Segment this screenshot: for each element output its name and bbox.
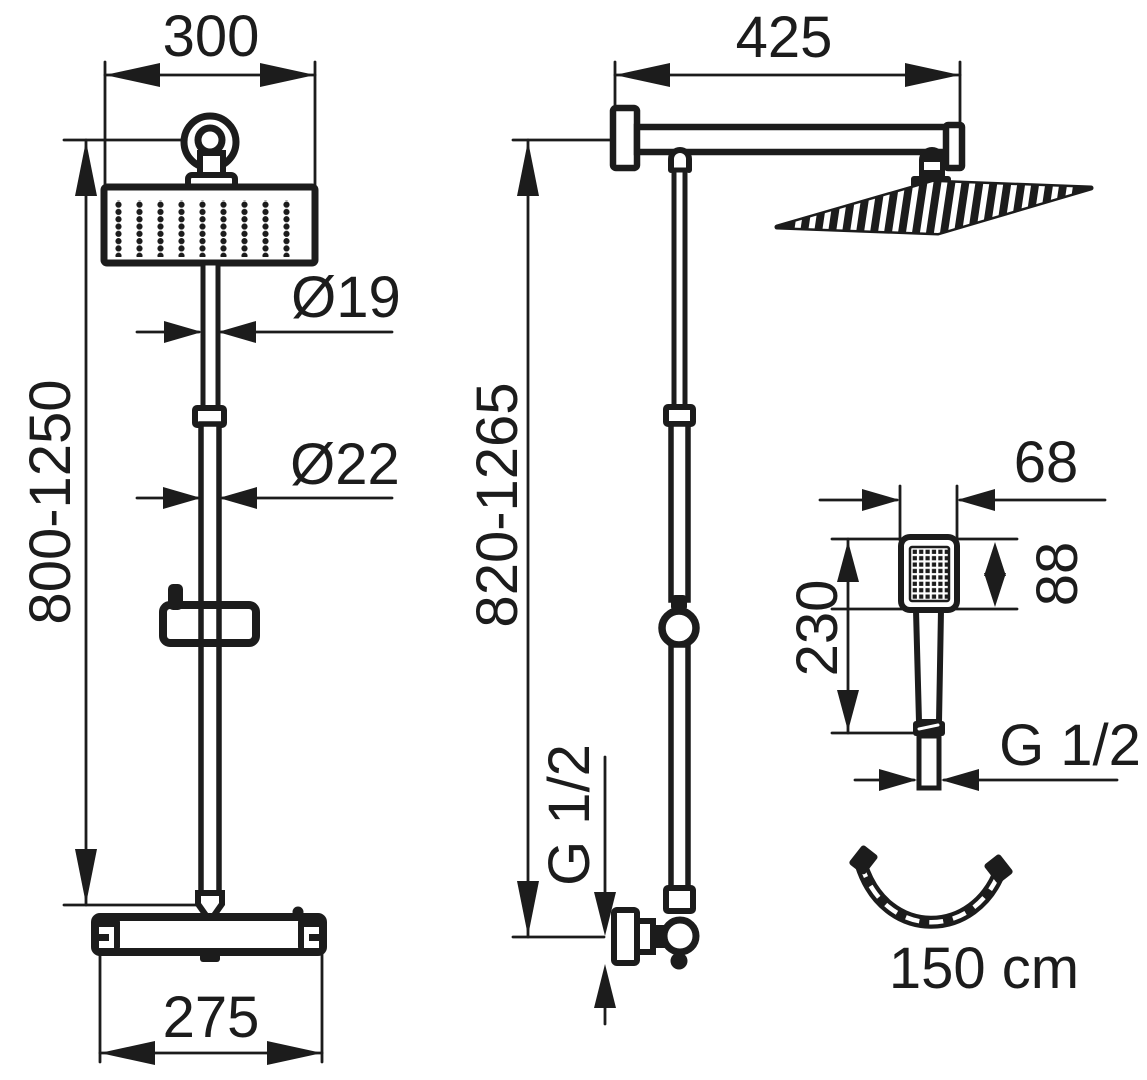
pipe-upper [671,167,688,411]
arrowhead-left [218,321,256,343]
dim-hand-head-height: 88 [984,542,1090,607]
arm-bar [633,123,953,156]
slider-holder-front [159,584,260,647]
thermostatic-mixer-front [91,890,327,962]
hand-shower-handle [912,607,945,725]
overhead-shower-side [774,147,1094,236]
arrowhead-down [517,881,539,936]
dim-inlet-thread-side: G 1/2 [537,744,616,1026]
hose-fitting-right [984,854,1013,884]
arrowhead-right [879,769,917,791]
overhead-shower-front [100,112,319,267]
hose-fitting-left [849,845,878,875]
dim-inlet-thread-side-label: G 1/2 [537,744,602,886]
arrowhead-up [517,141,539,196]
arrowhead-left [941,769,979,791]
arrowhead-up [837,541,859,582]
hose-curve [854,861,1008,929]
valve-knob [660,916,700,956]
pipe-top-cap [668,147,692,173]
arrowhead-right [267,1041,322,1065]
dim-pipe-diameter-lower-label: Ø22 [290,432,400,497]
front-view: 300 800-1250 [18,4,401,1065]
slider-clamp [159,601,260,647]
dim-hand-head-height-label: 88 [1025,542,1090,607]
arrowhead-right [164,321,202,343]
valve-wall-plate [611,907,640,966]
pipe-upper [200,260,221,413]
arm-end [942,121,966,172]
arrowhead-down [837,690,859,731]
arrowhead-left [957,489,995,511]
arrowhead-left [100,1041,155,1065]
dim-height-range-side-label: 820-1265 [465,382,530,627]
dim-hand-thread: G 1/2 [853,713,1141,791]
slider-ring-side [658,607,700,649]
dim-hand-width-label: 68 [1014,430,1079,495]
mixer-button [292,906,304,918]
dim-height-range-front: 800-1250 [18,138,202,907]
mixer-inlet-connector [195,890,225,927]
slider-tab [671,595,687,611]
dim-arm-length-label: 425 [736,5,833,70]
dim-height-range-side: 820-1265 [465,138,615,939]
hand-shower-detail: 68 230 88 G 1 [785,430,1141,791]
arrowhead-right [163,487,201,509]
shower-arm-side [609,104,966,172]
dim-height-range-front-label: 800-1250 [18,379,83,624]
arrowhead-up [594,964,616,1008]
arrowhead-left [105,63,160,87]
arrowhead-left [219,487,257,509]
arrowhead-right [905,63,960,87]
swivel-joint-inner [194,124,226,156]
nozzle-grid-front [114,200,302,257]
dim-pipe-diameter-upper: Ø19 [135,265,401,343]
hand-shower-face [908,545,951,603]
dim-hand-thread-label: G 1/2 [999,713,1141,778]
dim-pipe-diameter-upper-label: Ø19 [291,265,401,330]
dim-mixer-width: 275 [98,951,324,1065]
hose-length-label: 150 cm [889,936,1079,1001]
valve-body [634,918,656,955]
shower-pipe-front [192,260,227,898]
mixer-hose-outlet [200,948,220,962]
shower-pipe-side [658,147,700,914]
hand-shower-body [898,534,960,736]
hose-segments [858,863,1004,925]
hand-shower-connector [916,733,942,791]
pipe-mid [668,421,691,603]
arrowhead-left [615,63,670,87]
dim-overhead-width: 300 [103,4,317,188]
inlet-valve-side [611,907,700,970]
dim-hand-width: 68 [818,430,1107,511]
dim-pipe-diameter-lower: Ø22 [135,432,400,509]
arrowhead-up [984,542,1006,576]
valve-knob-lower [670,952,688,970]
dim-hand-length-label: 230 [785,580,850,677]
arrowhead-down [594,892,616,936]
dim-mixer-width-label: 275 [163,985,260,1050]
pipe-lower [198,421,222,898]
arrowhead-down [984,573,1006,607]
arrowhead-right [260,63,315,87]
pipe-bottom-collar [663,885,696,914]
arrowhead-down [75,849,97,904]
dim-hand-length: 230 [785,537,859,735]
dim-overhead-width-label: 300 [163,4,260,69]
wall-flange [609,104,641,172]
hose-detail: 150 cm [849,845,1079,1001]
mixer-body [91,913,327,956]
dim-arm-length: 425 [613,5,962,128]
arrowhead-right [862,489,900,511]
pipe-lower [668,642,691,893]
arrowhead-up [75,141,97,196]
side-view: 425 820-1265 [465,5,1094,1026]
